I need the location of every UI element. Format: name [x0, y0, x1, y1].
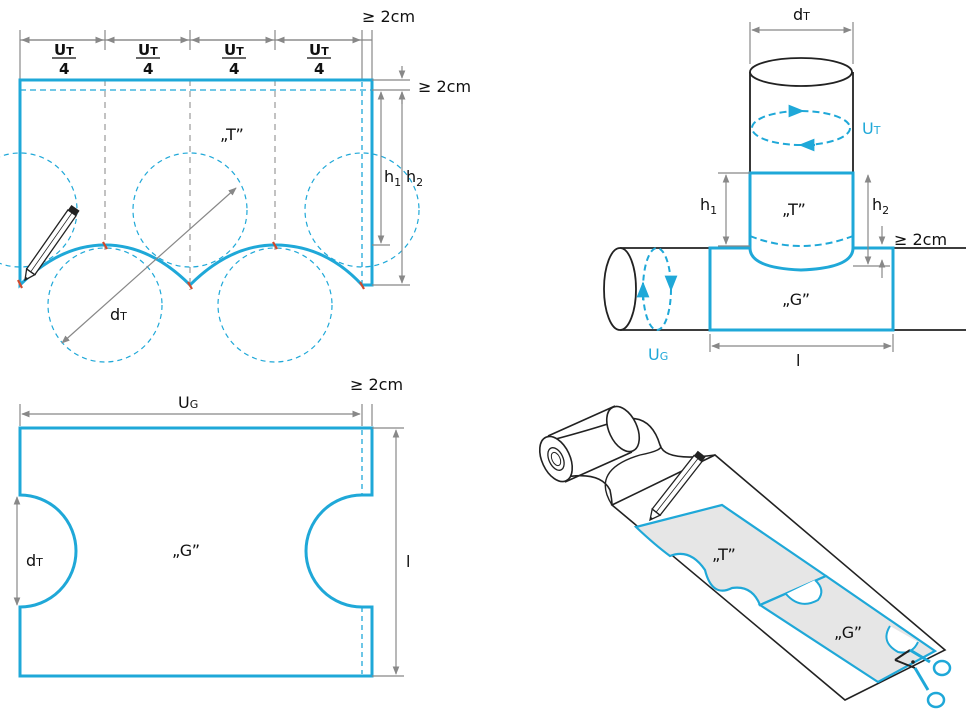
h2-label-panel2: h2 [872, 195, 889, 217]
h2-label-panel1: h2 [406, 167, 423, 189]
svg-text:4: 4 [143, 60, 153, 78]
t-template-panel: UT 4 UT 4 UT 4 UT 4 ≥ 2cm [0, 7, 471, 363]
pencil-icon [24, 205, 80, 282]
tape-roll-icon [538, 405, 641, 483]
g-template-panel: UG ≥ 2cm dT „G” l [13, 375, 410, 678]
fraction-ut-4-4: UT 4 [307, 41, 331, 78]
svg-text:UT: UT [138, 41, 158, 59]
t-piece [633, 503, 829, 607]
fraction-ut-4-3: UT 4 [222, 41, 246, 78]
g-template-outline [18, 426, 374, 678]
ug-label-panel3: UG [178, 393, 198, 412]
ut-label-panel2: UT [862, 119, 881, 138]
t-label-panel2: „T” [782, 200, 806, 219]
t-wrap [748, 171, 855, 272]
quarter-ticks [19, 30, 373, 80]
cut-circles [0, 152, 420, 363]
h1-label-panel2: h1 [700, 195, 717, 217]
t-template-outline [18, 78, 374, 289]
main-pipe-end [603, 247, 637, 331]
dt-label-panel1: dT [110, 305, 127, 324]
svg-text:4: 4 [314, 60, 324, 78]
t-label-panel4: „T” [712, 545, 736, 564]
pencil-icon [649, 450, 706, 522]
overlap-label-panel3: ≥ 2cm [350, 375, 403, 394]
svg-text:4: 4 [229, 60, 239, 78]
h1-label-panel1: h1 [384, 167, 401, 189]
dt-label-panel2: dT [793, 5, 810, 24]
overlap-label-top: ≥ 2cm [362, 7, 415, 26]
dt-label-panel3: dT [26, 551, 43, 570]
g-label-panel4: „G” [834, 623, 862, 642]
ug-circumference [642, 247, 672, 331]
l-label-panel3: l [406, 552, 410, 571]
g-label-panel2: „G” [782, 290, 810, 309]
fraction-ut-4-2: UT 4 [136, 41, 160, 78]
ug-label-panel2: UG [648, 345, 668, 364]
overlap-label-right: ≥ 2cm [418, 77, 471, 96]
scissors-icon [894, 648, 952, 709]
quarter-guides [104, 80, 276, 290]
svg-text:UT: UT [54, 41, 74, 59]
g-label-panel3: „G” [172, 541, 200, 560]
overlap-label-panel2: ≥ 2cm [894, 230, 947, 249]
t-label-panel1: „T” [220, 125, 244, 144]
pipe-3d-panel: dT UG UT „T” „G” h1 h2 ≥ 2cm [603, 5, 966, 370]
svg-text:UT: UT [224, 41, 244, 59]
ut-circumference [751, 110, 851, 146]
dt-diameter-line [61, 187, 237, 344]
branch-pipe-top [749, 57, 853, 87]
tape-roll-panel: „T” „G” [538, 405, 952, 709]
svg-text:UT: UT [309, 41, 329, 59]
fraction-ut-4-1: UT 4 [52, 41, 76, 78]
svg-text:4: 4 [59, 60, 69, 78]
l-label-panel2: l [796, 351, 800, 370]
